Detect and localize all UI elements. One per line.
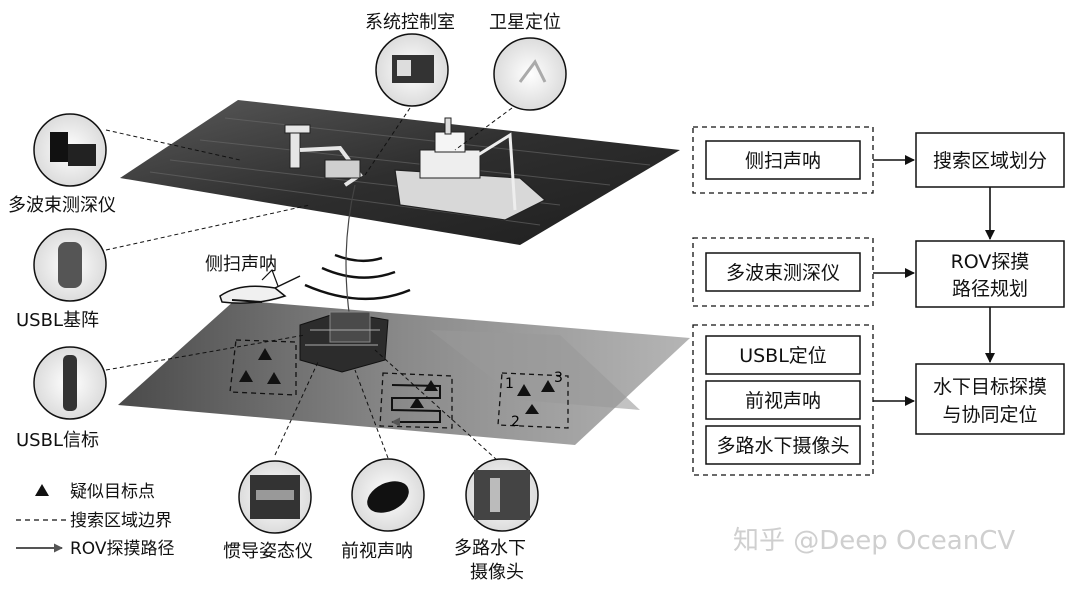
label-camera-line2: 摄像头 [470,562,524,583]
label-control-room: 系统控制室 [365,12,455,33]
flowchart: 侧扫声呐 多波束测深仪 USBL定位 前视声呐 多路水下摄像头 搜索区域划分 R… [692,126,1065,476]
label-usbl-array: USBL基阵 [16,310,99,331]
label-multibeam: 多波束测深仪 [8,195,116,216]
label-satellite: 卫星定位 [489,12,561,33]
target-number-1: 1 [505,376,514,392]
search-region-2 [379,372,453,429]
box-multibeam [705,252,861,292]
step-region-division-text: 搜索区域划分 [933,150,1047,172]
box-usbl-text: USBL定位 [739,345,827,367]
box-multibeam-text: 多波束测深仪 [726,262,840,284]
watermark: 知乎 @Deep OceanCV [733,526,1015,556]
label-side-scan: 侧扫声呐 [205,254,277,275]
legend: 疑似目标点 搜索区域边界 ROV探摸路径 [16,482,175,559]
legend-path: ROV探摸路径 [70,539,175,559]
box-side-scan-text: 侧扫声呐 [745,150,821,172]
step-path-planning [915,240,1065,308]
search-region-1 [229,339,297,396]
box-cameras-text: 多路水下摄像头 [716,435,849,457]
step-path-planning-text2: 路径规划 [952,278,1028,300]
label-forward-sonar: 前视声呐 [341,541,413,562]
label-ins: 惯导姿态仪 [223,541,313,562]
rov-path-lawnmower [391,384,441,427]
target-number-2: 2 [511,414,520,430]
sensor-group-3 [692,324,874,476]
camera-view-icon [474,470,530,520]
forward-sonar-callout [351,369,425,532]
surface-ship [394,117,547,221]
satellite-callout [454,37,567,151]
satellite-antenna-icon [518,59,547,83]
multibeam-callout [33,113,241,187]
control-room-callout [364,33,449,176]
box-forward-sonar [705,380,861,420]
label-camera-line1: 多路水下 [454,538,526,559]
step-path-planning-text1: ROV探摸 [951,251,1030,273]
legend-boundary: 搜索区域边界 [70,511,172,531]
step-target-probe-text1: 水下目标探摸 [933,376,1047,398]
search-region-3 [497,372,569,429]
label-usbl-beacon: USBL信标 [16,430,99,451]
forward-sonar-icon [367,481,409,513]
ins-callout [238,361,319,534]
camera-callout [374,349,539,532]
step-region-division [915,132,1065,188]
sensor-group-1 [692,126,874,194]
usbl-beacon-icon [63,355,77,411]
target-number-3: 3 [554,370,563,386]
launch-crane [284,124,363,187]
side-scan-towfish [219,268,301,304]
usbl-array-icon [58,242,82,288]
sensor-group-2 [692,237,874,307]
tether-cable [345,184,356,321]
legend-target-icon [35,484,49,496]
step-target-probe [915,363,1065,435]
box-usbl [705,335,861,375]
multibeam-icon [50,132,68,162]
suspected-targets [239,348,555,414]
usbl-array-callout [33,204,311,302]
box-forward-sonar-text: 前视声呐 [745,390,821,412]
box-cameras [705,425,861,465]
step-target-probe-text2: 与协同定位 [942,404,1037,426]
rov-vehicle [299,311,389,373]
box-side-scan [705,140,861,180]
sonar-wave-arcs [304,253,411,301]
usbl-beacon-callout [33,334,306,420]
legend-target: 疑似目标点 [70,482,155,502]
seabed-plane [118,300,690,445]
